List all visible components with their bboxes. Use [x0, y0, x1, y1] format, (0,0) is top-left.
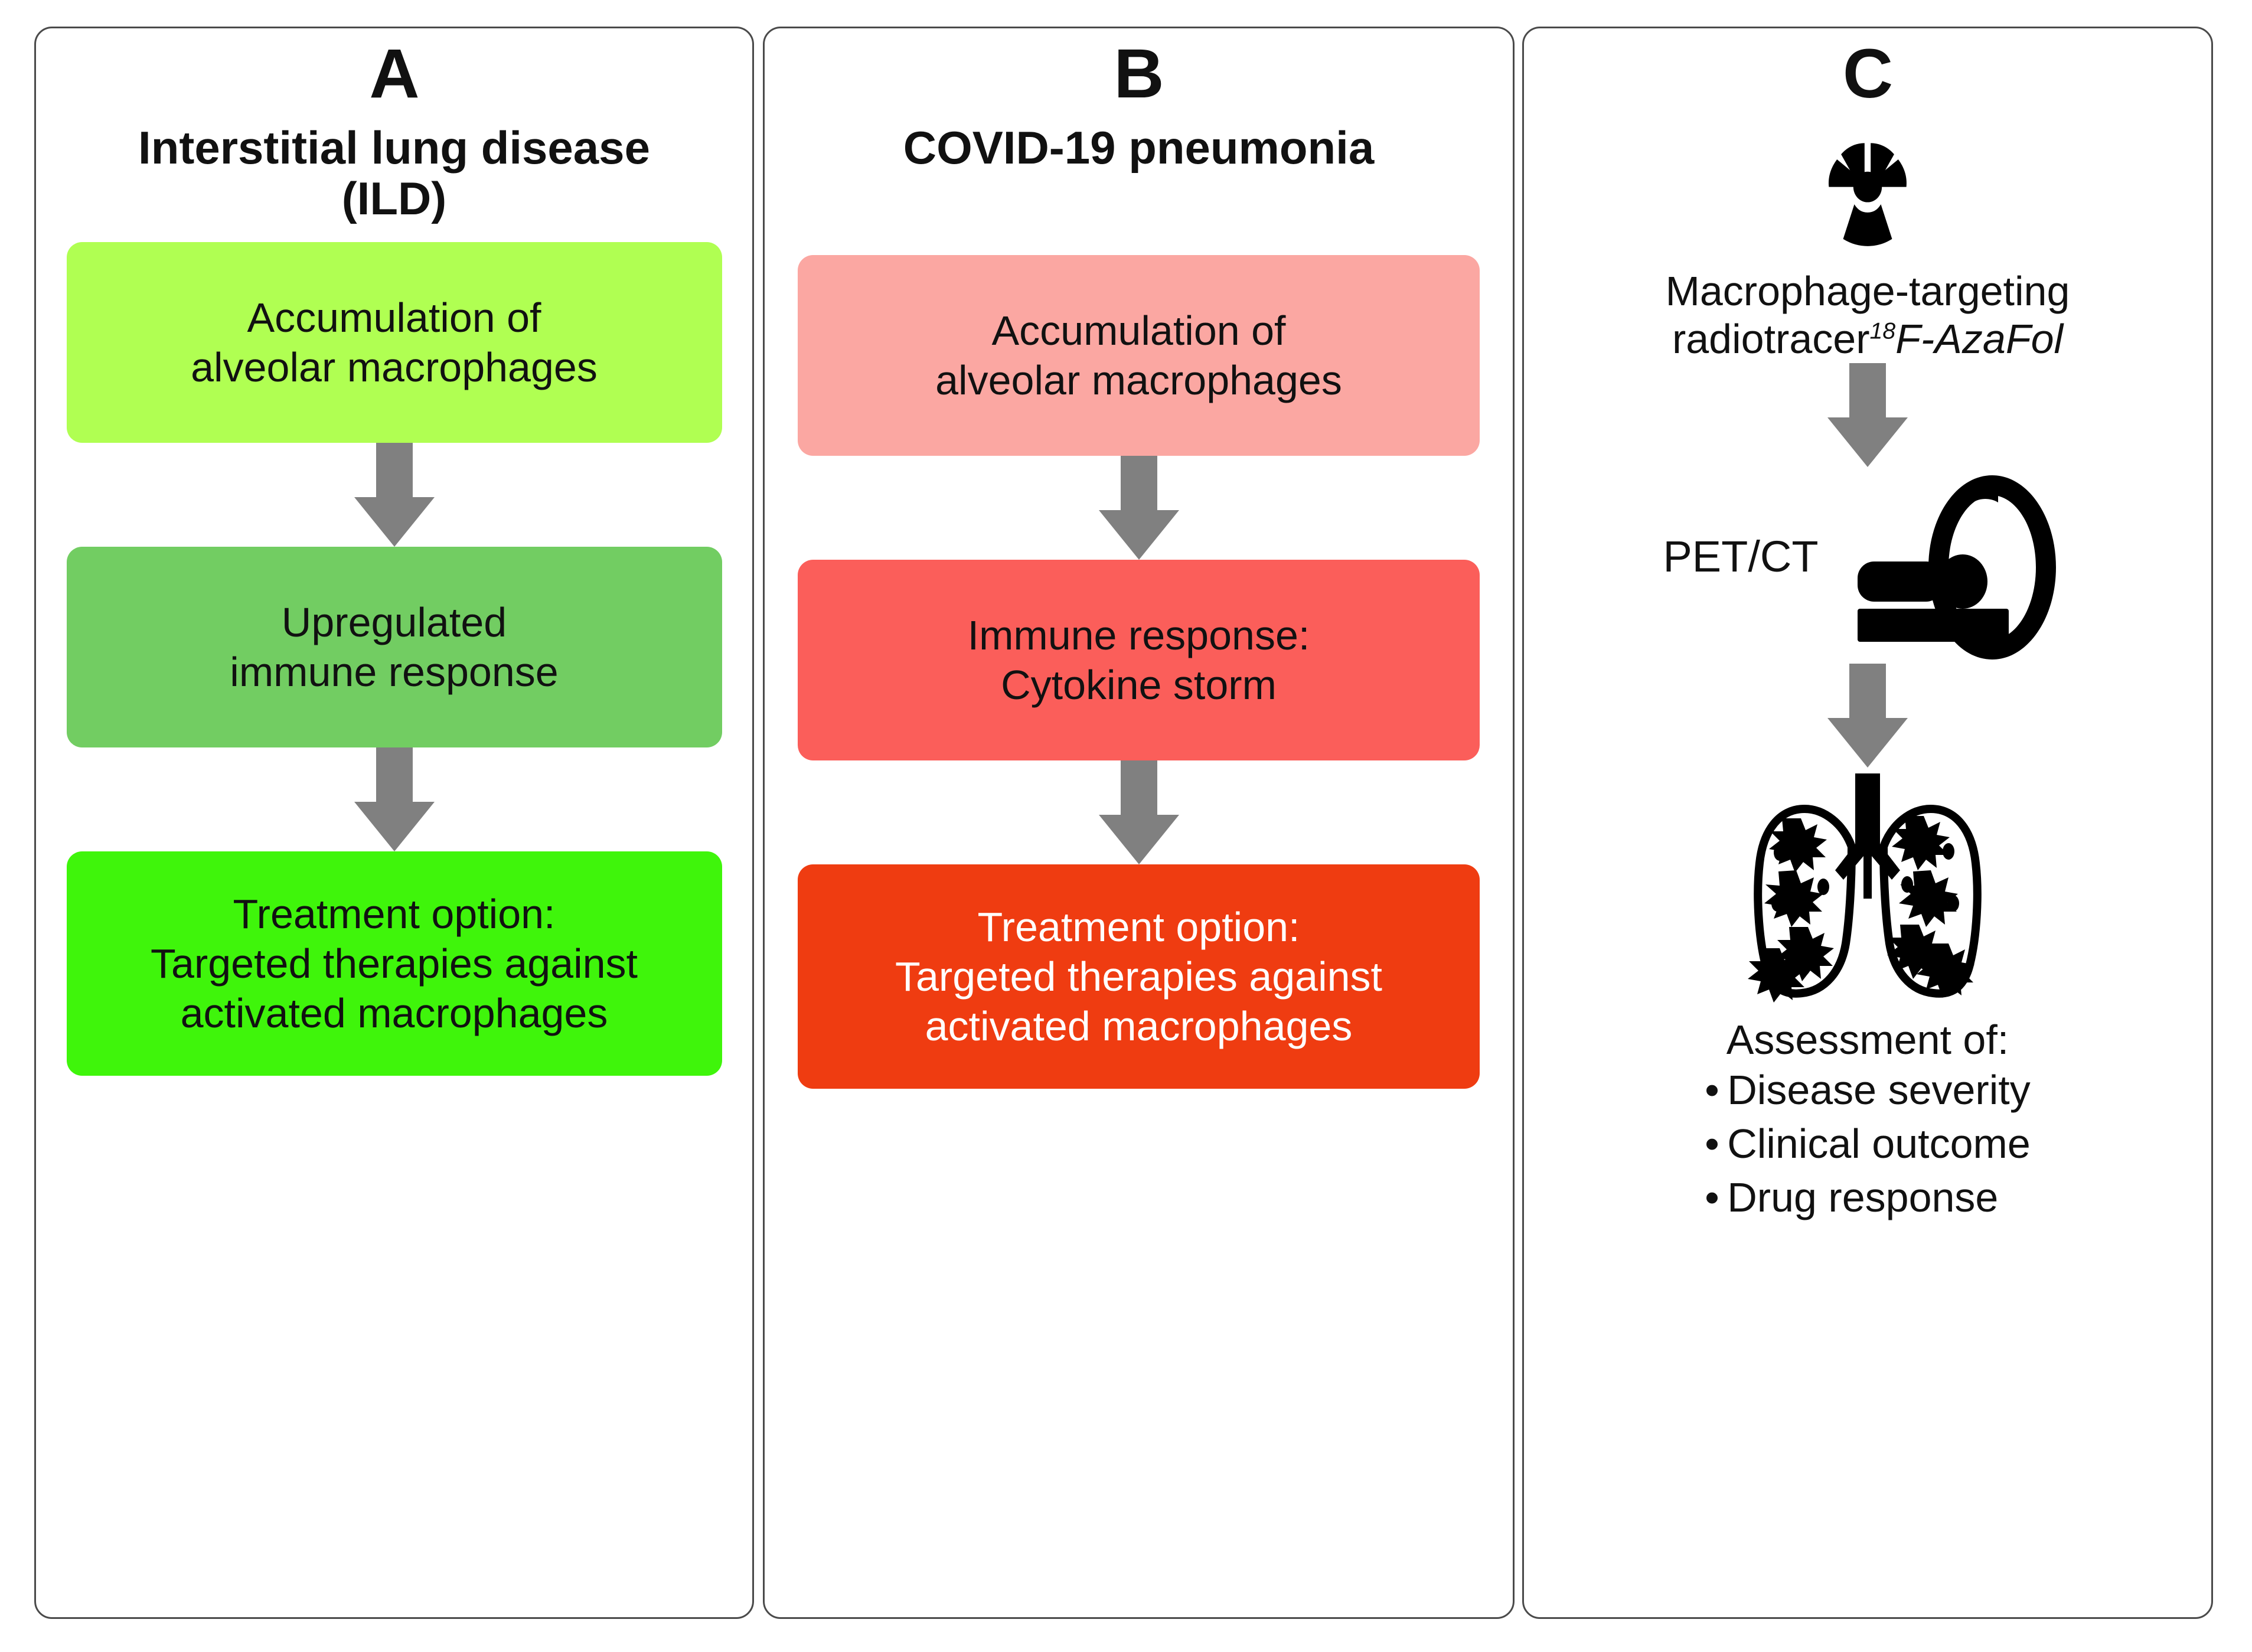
panel-b-letter: B — [1114, 35, 1164, 113]
panel-c-arrow-1 — [1827, 363, 1908, 468]
tracer-superscript: 18 — [1869, 318, 1896, 344]
panel-c-letter: C — [1842, 35, 1893, 113]
panel-b-title: COVID-19 pneumonia — [903, 122, 1375, 174]
pet-ct-label: PET/CT — [1663, 532, 1819, 582]
panel-a-arrow-2 — [354, 747, 435, 851]
assessment-item-clinical-outcome: • Clinical outcome — [1705, 1117, 2031, 1171]
panel-a-letter: A — [369, 35, 419, 113]
assessment-list: • Disease severity • Clinical outcome • … — [1705, 1063, 2031, 1225]
tracer-label: Macrophage-targeting radiotracer18F-AzaF… — [1549, 267, 2186, 363]
assessment-item-disease-severity: • Disease severity — [1705, 1063, 2031, 1117]
assessment-item-label: Clinical outcome — [1727, 1121, 2031, 1167]
panel-a-arrow-1 — [354, 442, 435, 547]
panel-b-box-accumulation: Accumulation of alveolar macrophages — [798, 254, 1480, 456]
pet-ct-group: PET/CT — [1524, 469, 2211, 667]
assessment-item-label: Drug response — [1727, 1174, 1999, 1221]
panel-b-arrow-2 — [1098, 760, 1179, 864]
panel-b-arrow-1 — [1098, 455, 1179, 560]
panel-a-box-accumulation: Accumulation of alveolar macrophages — [66, 241, 722, 443]
panel-c-arrow-2 — [1827, 664, 1908, 768]
bullet-icon: • — [1705, 1121, 1719, 1167]
panel-c: C Macrophage-targeting — [1522, 27, 2213, 1619]
panel-a-box-immune: Upregulated immune response — [66, 546, 722, 747]
assessment-item-drug-response: • Drug response — [1705, 1171, 2031, 1225]
assessment-item-label: Disease severity — [1727, 1067, 2031, 1114]
panel-b: B COVID-19 pneumonia Accumulation of alv… — [763, 27, 1515, 1619]
infected-lungs-icon — [1711, 771, 2024, 1010]
tracer-line-2-prefix: radiotracer — [1672, 316, 1870, 363]
tracer-compound: F-AzaFol — [1895, 316, 2064, 363]
bullet-icon: • — [1705, 1067, 1719, 1114]
panel-a-box-treatment: Treatment option: Targeted therapies aga… — [66, 851, 722, 1076]
bullet-icon: • — [1705, 1174, 1719, 1221]
tracer-line-1: Macrophage-targeting — [1665, 268, 2070, 314]
assessment-title: Assessment of: — [1726, 1017, 2009, 1063]
panel-b-box-treatment: Treatment option: Targeted therapies aga… — [798, 864, 1480, 1089]
panel-a: A Interstitial lung disease (ILD) Accumu… — [34, 27, 754, 1619]
radiation-trefoil-icon — [1806, 137, 1930, 252]
panel-a-title: Interstitial lung disease (ILD) — [138, 122, 650, 224]
panel-b-box-cytokine: Immune response: Cytokine storm — [798, 559, 1480, 760]
pet-ct-scanner-icon — [1825, 469, 2073, 667]
